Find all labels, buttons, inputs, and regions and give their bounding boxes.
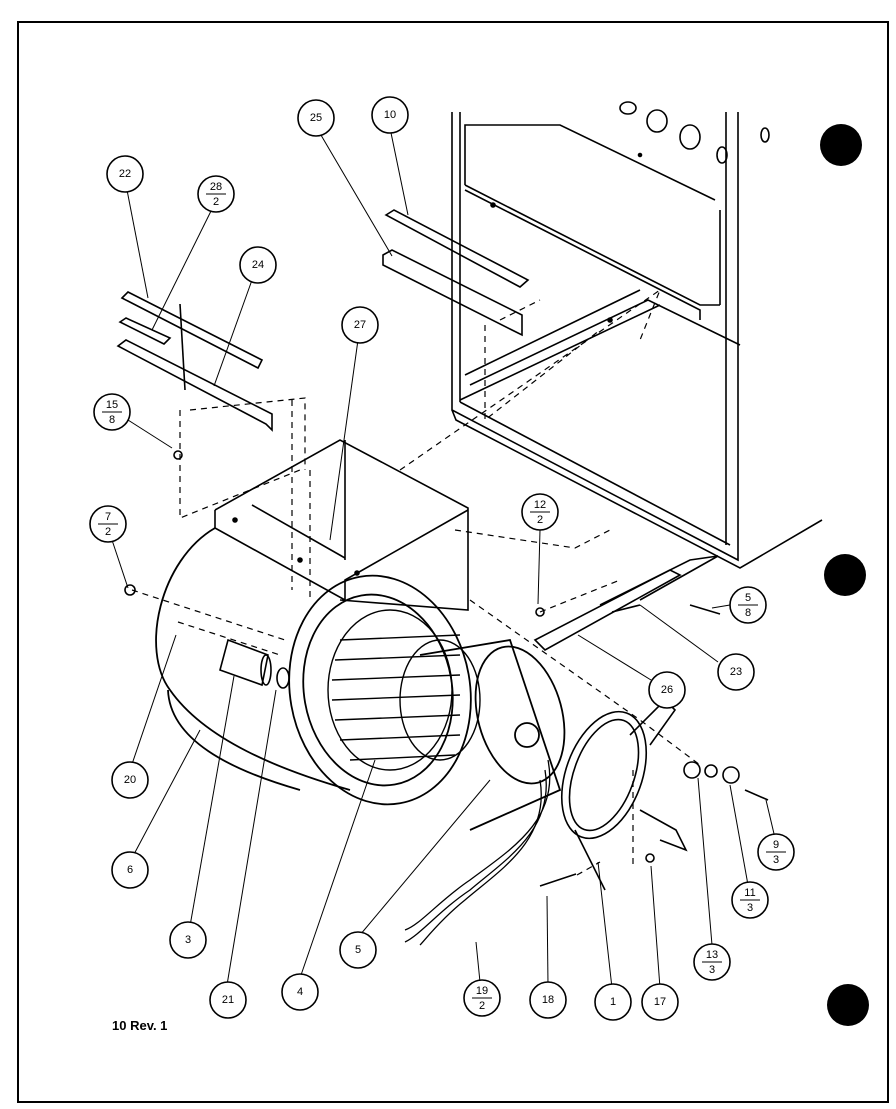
top-brackets xyxy=(116,291,273,432)
callout-7-2: 72 xyxy=(89,505,127,543)
callout-20: 20 xyxy=(111,761,149,799)
motor-mount xyxy=(560,698,688,891)
page-reference: 10 Rev. 1 xyxy=(112,1018,168,1033)
svg-text:22: 22 xyxy=(119,168,131,180)
svg-text:18: 18 xyxy=(542,994,554,1006)
callout-10: 10 xyxy=(371,96,409,134)
callout-26: 26 xyxy=(648,671,686,709)
svg-text:7: 7 xyxy=(105,511,111,523)
small-hardware xyxy=(124,450,769,887)
callout-11-3: 113 xyxy=(731,881,769,919)
binder-hole-bottom xyxy=(827,984,869,1026)
svg-text:28: 28 xyxy=(210,181,222,193)
callout-22: 22 xyxy=(106,155,144,193)
svg-text:9: 9 xyxy=(773,839,779,851)
furnace-cabinet xyxy=(451,101,823,569)
callout-21: 21 xyxy=(209,981,247,1019)
blower-wheel xyxy=(327,609,481,771)
svg-text:8: 8 xyxy=(109,414,115,426)
svg-text:11: 11 xyxy=(744,887,755,899)
lower-rails xyxy=(533,555,719,651)
leader-lines xyxy=(111,127,776,989)
svg-text:10: 10 xyxy=(384,109,396,121)
svg-text:8: 8 xyxy=(745,607,751,619)
motor-wires xyxy=(404,759,551,946)
svg-text:2: 2 xyxy=(479,1000,485,1012)
callout-5: 5 xyxy=(339,931,377,969)
svg-text:26: 26 xyxy=(661,684,673,696)
svg-text:19: 19 xyxy=(476,985,488,997)
binder-hole-middle xyxy=(824,554,866,596)
callout-23: 23 xyxy=(717,653,755,691)
svg-text:5: 5 xyxy=(745,592,751,604)
binder-hole-top xyxy=(820,124,862,166)
svg-text:3: 3 xyxy=(185,934,191,946)
blower-scroll-housing xyxy=(155,527,472,806)
svg-text:6: 6 xyxy=(127,864,133,876)
svg-text:20: 20 xyxy=(124,774,136,786)
callout-3: 3 xyxy=(169,921,207,959)
callout-19-2: 192 xyxy=(463,979,501,1017)
svg-text:1: 1 xyxy=(610,996,616,1008)
capacitor xyxy=(219,638,272,687)
callout-6: 6 xyxy=(111,851,149,889)
svg-text:24: 24 xyxy=(252,259,264,271)
svg-text:27: 27 xyxy=(354,319,366,331)
svg-text:3: 3 xyxy=(709,964,715,976)
page-border xyxy=(17,21,889,1103)
svg-text:25: 25 xyxy=(310,112,322,124)
callout-5-8: 58 xyxy=(729,586,767,624)
blower-housing-frame xyxy=(214,439,469,611)
svg-text:15: 15 xyxy=(106,399,118,411)
svg-text:2: 2 xyxy=(213,196,219,208)
assembly-guide-lines xyxy=(131,288,701,876)
callout-17: 17 xyxy=(641,983,679,1021)
callout-18: 18 xyxy=(529,981,567,1019)
svg-text:12: 12 xyxy=(534,499,546,511)
svg-text:3: 3 xyxy=(747,902,753,914)
svg-text:17: 17 xyxy=(654,996,666,1008)
callout-4: 4 xyxy=(281,973,319,1011)
callout-1: 1 xyxy=(594,983,632,1021)
svg-text:4: 4 xyxy=(297,986,303,998)
svg-text:2: 2 xyxy=(105,526,111,538)
svg-text:3: 3 xyxy=(773,854,779,866)
callout-9-3: 93 xyxy=(757,833,795,871)
callout-27: 27 xyxy=(341,306,379,344)
callout-28-2: 282 xyxy=(197,175,235,213)
svg-text:2: 2 xyxy=(537,514,543,526)
callout-13-3: 133 xyxy=(693,943,731,981)
callout-12-2: 122 xyxy=(521,493,559,531)
callout-15-8: 158 xyxy=(93,393,131,431)
upper-rails xyxy=(382,209,530,337)
blower-motor xyxy=(419,638,566,831)
svg-text:5: 5 xyxy=(355,944,361,956)
svg-text:13: 13 xyxy=(706,949,718,961)
svg-text:21: 21 xyxy=(222,994,234,1006)
callout-24: 24 xyxy=(239,246,277,284)
callout-25: 25 xyxy=(297,99,335,137)
svg-text:23: 23 xyxy=(730,666,742,678)
